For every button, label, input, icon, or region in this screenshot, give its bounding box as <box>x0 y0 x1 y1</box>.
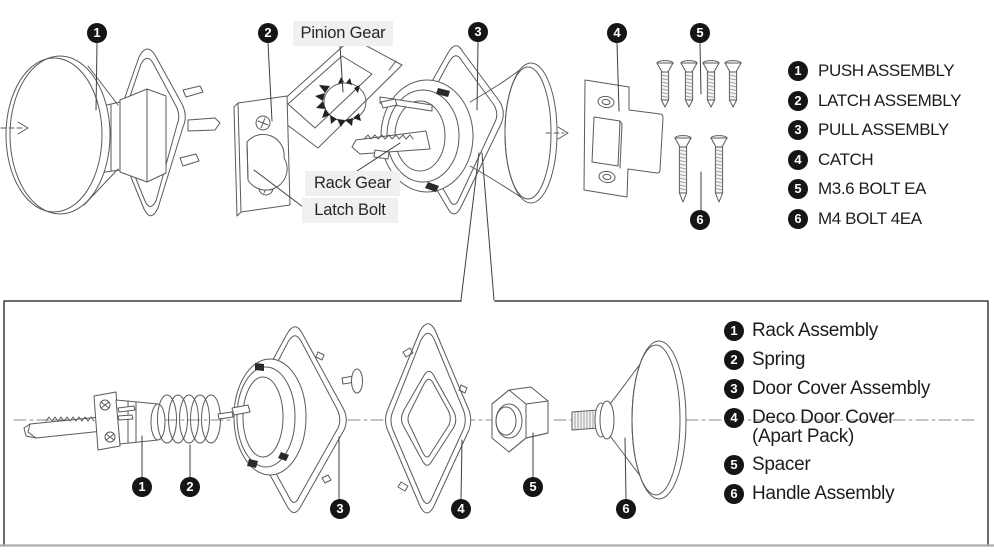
callout-top-5: 5 <box>690 23 710 43</box>
item-number-badge: 3 <box>724 379 744 399</box>
item-number-badge: 3 <box>788 120 808 140</box>
bottom-legend-item-3: 3 Door Cover Assembly <box>724 379 930 399</box>
callout-top-3: 3 <box>468 22 488 42</box>
legend-label: PUSH ASSEMBLY <box>818 61 955 80</box>
detail-view-connector-lines <box>460 152 495 301</box>
bottom-callout-leader-lines <box>141 432 627 500</box>
callout-bottom-5: 5 <box>523 477 543 497</box>
callout-bottom-2: 2 <box>180 477 200 497</box>
top-legend-item-6: 6 M4 BOLT 4EA <box>788 208 961 229</box>
door-cover-assembly-drawing <box>217 326 363 513</box>
label-rack-gear: Rack Gear <box>305 171 400 196</box>
top-legend-item-1: 1 PUSH ASSEMBLY <box>788 61 961 81</box>
top-legend-item-4: 4 CATCH <box>788 149 961 170</box>
legend-label: Deco Door Cover (Apart Pack) <box>752 407 895 447</box>
item-number-badge: 4 <box>788 149 808 170</box>
item-number-badge: 4 <box>724 408 744 428</box>
spacer-drawing <box>491 386 549 453</box>
callout-top-1: 1 <box>87 23 107 43</box>
legend-label: Rack Assembly <box>752 320 878 341</box>
top-legend-item-2: 2 LATCH ASSEMBLY <box>788 90 962 111</box>
item-number-badge: 1 <box>788 61 808 81</box>
bottom-legend-item-6: 6 Handle Assembly <box>724 484 930 504</box>
item-number-badge: 2 <box>788 90 808 111</box>
bottom-legend-item-5: 5 Spacer <box>724 455 930 475</box>
item-number-badge: 2 <box>724 350 744 370</box>
install-direction-arrow-middle <box>545 126 569 140</box>
top-callout-leader-lines <box>95 41 702 211</box>
legend-label-line1: Deco Door Cover <box>752 407 895 428</box>
callout-top-2: 2 <box>258 23 278 43</box>
callout-top-4: 4 <box>607 23 627 43</box>
legend-label: CATCH <box>818 149 874 169</box>
top-legend-item-3: 3 PULL ASSEMBLY <box>788 120 961 140</box>
legend-label: Spring <box>752 349 806 370</box>
label-latch-bolt: Latch Bolt <box>302 198 398 223</box>
item-number-badge: 6 <box>724 484 744 504</box>
legend-label: PULL ASSEMBLY <box>818 120 949 139</box>
latch-assembly-drawing <box>233 37 403 217</box>
top-legend-item-5: 5 M3.6 BOLT EA <box>788 179 961 199</box>
legend-label: M3.6 BOLT EA <box>818 179 926 198</box>
push-assembly-drawing <box>5 48 221 217</box>
top-legend: 1 PUSH ASSEMBLY 2 LATCH ASSEMBLY 3 PULL … <box>788 61 961 229</box>
legend-label-line2: (Apart Pack) <box>752 426 854 447</box>
catch-drawing <box>583 79 664 198</box>
legend-label: Handle Assembly <box>752 483 895 504</box>
item-number-badge: 5 <box>788 179 808 199</box>
bottom-legend: 1 Rack Assembly 2 Spring 3 Door Cover As… <box>724 321 930 504</box>
bottom-legend-item-1: 1 Rack Assembly <box>724 321 930 341</box>
bottom-legend-item-4: 4 Deco Door Cover (Apart Pack) <box>724 408 930 446</box>
spring-drawing <box>157 394 221 444</box>
label-pinion-gear: Pinion Gear <box>293 21 393 46</box>
callout-bottom-1: 1 <box>132 477 152 497</box>
legend-label: M4 BOLT 4EA <box>818 208 922 228</box>
callout-bottom-3: 3 <box>330 499 350 519</box>
install-direction-arrow-left <box>0 121 29 135</box>
detail-box-border <box>3 300 989 546</box>
item-number-badge: 1 <box>724 321 744 341</box>
rack-assembly-drawing <box>23 391 166 451</box>
legend-label: Spacer <box>752 454 811 475</box>
deco-door-cover-drawing <box>385 323 472 514</box>
bottom-legend-item-2: 2 Spring <box>724 350 930 370</box>
item-number-badge: 5 <box>724 455 744 475</box>
handle-assembly-drawing <box>571 340 687 500</box>
legend-label: Door Cover Assembly <box>752 378 931 399</box>
callout-bottom-6: 6 <box>616 499 636 519</box>
legend-label: LATCH ASSEMBLY <box>818 90 962 110</box>
callout-top-6: 6 <box>690 210 710 230</box>
short-bolts-drawing <box>656 60 742 108</box>
item-number-badge: 6 <box>788 208 808 229</box>
pull-assembly-drawing <box>351 45 558 215</box>
callout-bottom-4: 4 <box>451 499 471 519</box>
